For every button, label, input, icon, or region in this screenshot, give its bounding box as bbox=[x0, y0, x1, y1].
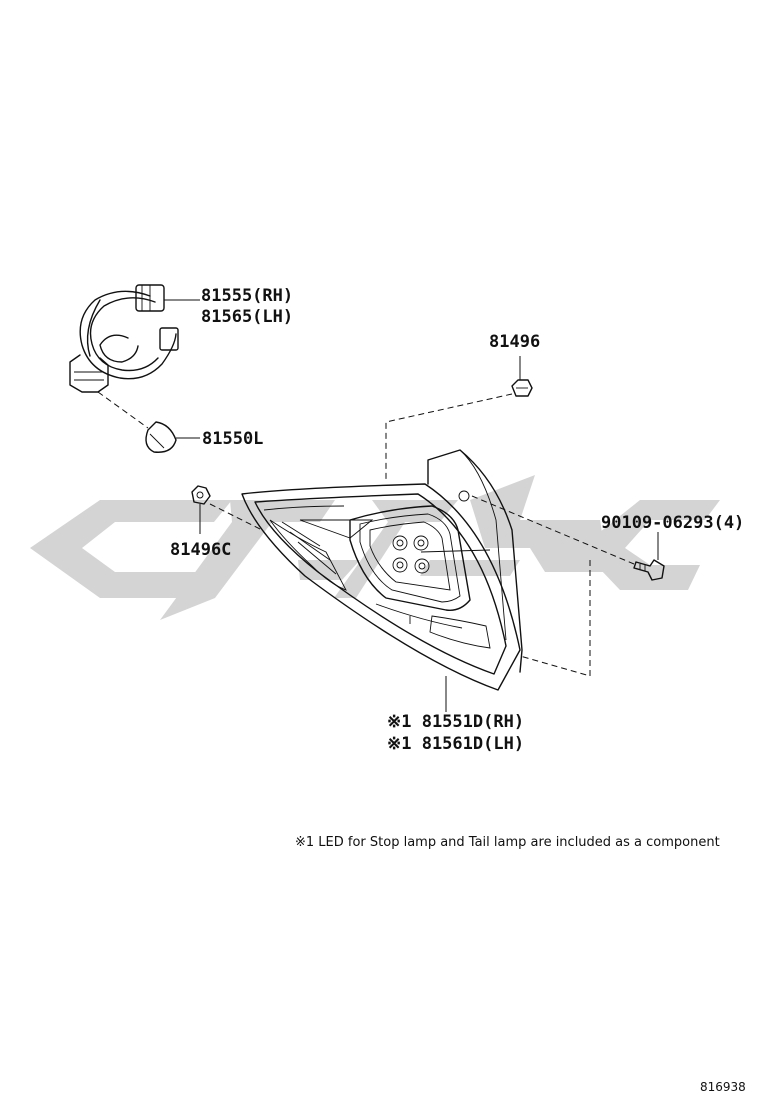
footnote: ※1 LED for Stop lamp and Tail lamp are i… bbox=[295, 835, 720, 850]
wedge-bulb bbox=[145, 421, 177, 453]
label-clip-upper: 81496 bbox=[489, 332, 540, 352]
label-clip-lower: 81496C bbox=[170, 540, 231, 560]
socket-wire-harness bbox=[69, 284, 179, 393]
clip-upper bbox=[511, 379, 533, 397]
label-bulb: 81550L bbox=[202, 429, 263, 449]
label-screw: 90109-06293(4) bbox=[601, 513, 744, 533]
diagram-reference-number: 816938 bbox=[700, 1080, 746, 1094]
rear-combination-lamp bbox=[241, 449, 523, 691]
watermark-logo bbox=[30, 475, 720, 620]
label-socket-lh: 81565(LH) bbox=[201, 307, 293, 327]
screw bbox=[633, 559, 665, 581]
clip-lower bbox=[191, 485, 211, 505]
label-lamp-rh: ※1 81551D(RH) bbox=[387, 712, 524, 732]
label-socket-rh: 81555(RH) bbox=[201, 286, 293, 306]
label-lamp-lh: ※1 81561D(LH) bbox=[387, 734, 524, 754]
